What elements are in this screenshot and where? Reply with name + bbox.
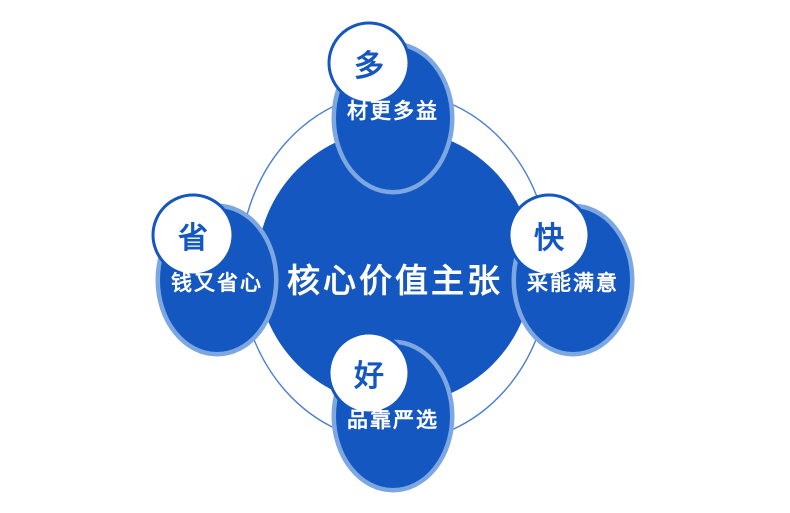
node-bottom[interactable] <box>327 331 455 493</box>
center-circle[interactable] <box>257 129 533 405</box>
node-left-badge <box>151 193 235 277</box>
node-top-badge <box>327 21 411 105</box>
node-right[interactable] <box>507 193 635 357</box>
node-top[interactable] <box>327 21 455 195</box>
node-left[interactable] <box>151 193 279 357</box>
node-right-badge <box>507 193 591 277</box>
node-bottom-badge <box>327 331 411 415</box>
